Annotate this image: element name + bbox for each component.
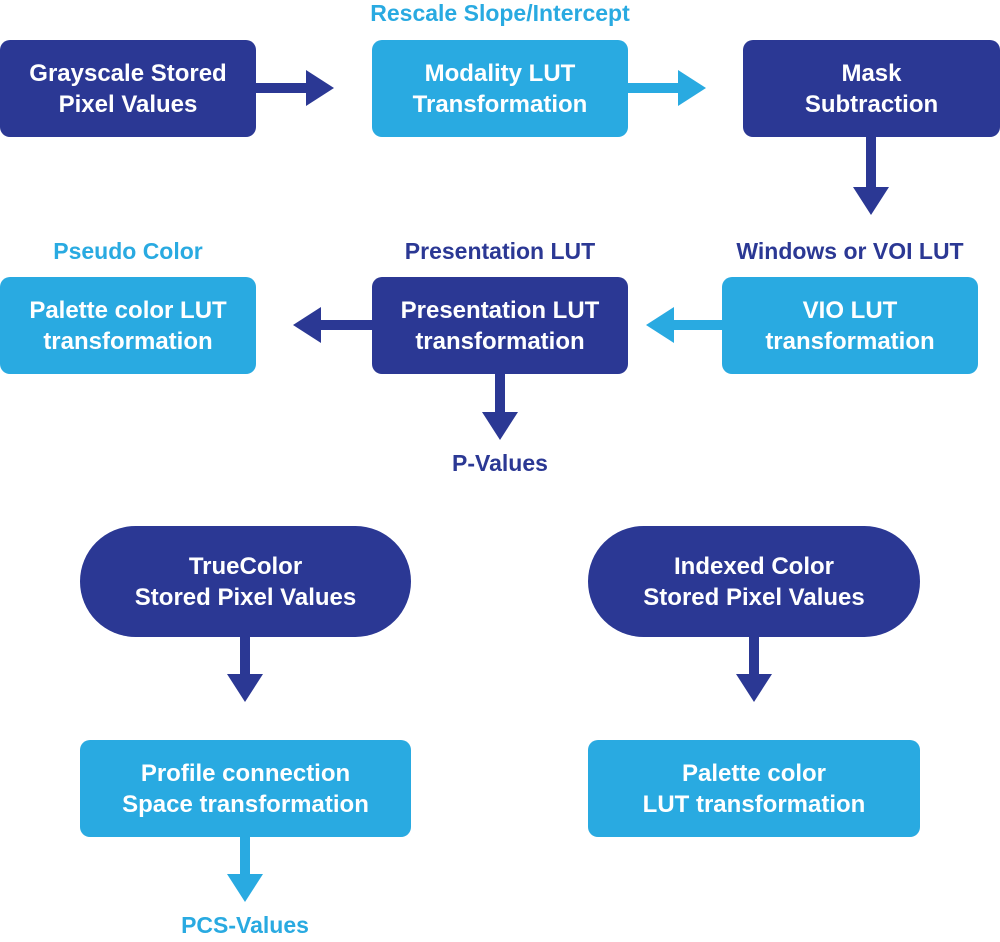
node-line: Palette color LUT xyxy=(29,296,227,324)
node-line: Palette color xyxy=(681,759,827,787)
node-line: Modality LUT xyxy=(424,59,576,87)
arrow-left-icon xyxy=(646,307,722,343)
node-line: VIO LUT xyxy=(802,296,898,324)
node-line: Indexed Color xyxy=(673,552,835,580)
node-line: transformation xyxy=(415,327,585,355)
pseudo-color-label: Pseudo Color xyxy=(53,238,203,264)
node-line: Transformation xyxy=(412,90,588,118)
node-line: LUT transformation xyxy=(642,790,866,818)
node-line: Stored Pixel Values xyxy=(134,583,357,611)
presentation-lut-transformation-node: Presentation LUT transformation xyxy=(372,277,628,374)
node-line: TrueColor xyxy=(188,552,303,580)
p-values-label: P-Values xyxy=(452,450,548,476)
node-line: Space transformation xyxy=(122,790,369,818)
arrow-left-icon xyxy=(293,307,372,343)
arrow-right-icon xyxy=(256,70,334,106)
node-line: Grayscale Stored xyxy=(29,59,227,87)
arrow-down-icon xyxy=(227,637,263,702)
vio-lut-transformation-node: VIO LUT transformation xyxy=(722,277,978,374)
presentation-lut-label: Presentation LUT xyxy=(404,238,596,264)
node-line: Stored Pixel Values xyxy=(643,583,865,611)
node-line: Profile connection xyxy=(140,759,351,787)
arrow-down-icon xyxy=(482,374,518,440)
arrow-down-icon xyxy=(227,837,263,902)
node-line: Mask xyxy=(841,59,902,87)
arrow-down-icon xyxy=(853,137,889,215)
windows-voi-label: Windows or VOI LUT xyxy=(736,238,964,264)
node-line: Pixel Values xyxy=(58,90,198,118)
modality-lut-transformation-node: Modality LUT Transformation xyxy=(372,40,628,137)
arrow-down-icon xyxy=(736,637,772,702)
pcs-values-label: PCS-Values xyxy=(181,912,309,938)
node-line: transformation xyxy=(765,327,935,355)
node-line: Presentation LUT xyxy=(400,296,600,324)
rescale-label: Rescale Slope/Intercept xyxy=(370,0,630,26)
node-line: transformation xyxy=(43,327,213,355)
arrow-right-icon xyxy=(628,70,706,106)
node-line: Subtraction xyxy=(804,90,939,118)
palette-color-lut-transformation-node: Palette color LUT transformation xyxy=(0,277,256,374)
